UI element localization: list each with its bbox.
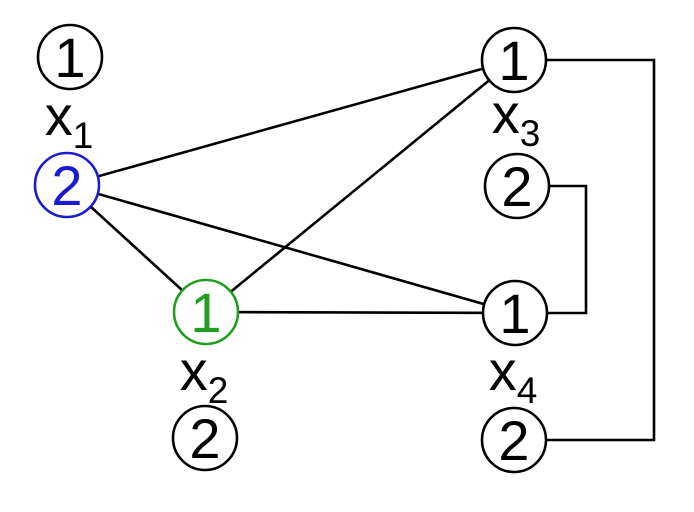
node-value-label: 1 <box>190 281 221 344</box>
edge-x2v1-x4v1 <box>205 310 516 315</box>
variable-subscript: 3 <box>520 113 541 154</box>
node-value-label: 1 <box>499 282 530 345</box>
node-value-label: 1 <box>498 29 529 92</box>
edge-x3v2-x4v1 <box>515 184 588 315</box>
variable-label-x3: x3 <box>492 82 541 154</box>
variable-name: x <box>489 339 517 402</box>
variable-subscript: 2 <box>208 370 229 411</box>
node-value-label: 2 <box>189 407 220 470</box>
node-value-label: 1 <box>54 26 85 89</box>
edge-x1v2-x4v1 <box>66 183 516 315</box>
node-x2-value-2 <box>171 404 239 472</box>
node-x4-value-2 <box>480 406 548 474</box>
variable-label-x2: x2 <box>180 339 229 411</box>
edge-x1v2-x3v1 <box>66 58 515 187</box>
variable-subscript: 1 <box>73 115 94 156</box>
node-x1-value-2 <box>33 151 101 219</box>
variable-label-x4: x4 <box>489 339 538 411</box>
variable-label-x1: x1 <box>45 84 94 156</box>
variable-name: x <box>180 339 208 402</box>
edge-x3v1-x4v2 <box>514 58 656 442</box>
node-value-label: 2 <box>51 154 82 217</box>
node-x3-value-2 <box>483 152 551 220</box>
node-x4-value-1 <box>481 279 549 347</box>
edge-x2v1-x3v1 <box>205 58 515 314</box>
variable-subscript: 4 <box>517 370 538 411</box>
node-value-label: 2 <box>501 155 532 218</box>
node-x2-value-1 <box>172 278 240 346</box>
node-x1-value-1 <box>36 23 104 91</box>
node-value-label: 2 <box>498 409 529 472</box>
variable-name: x <box>492 82 520 145</box>
variable-name: x <box>45 84 73 147</box>
node-x3-value-1 <box>480 26 548 94</box>
